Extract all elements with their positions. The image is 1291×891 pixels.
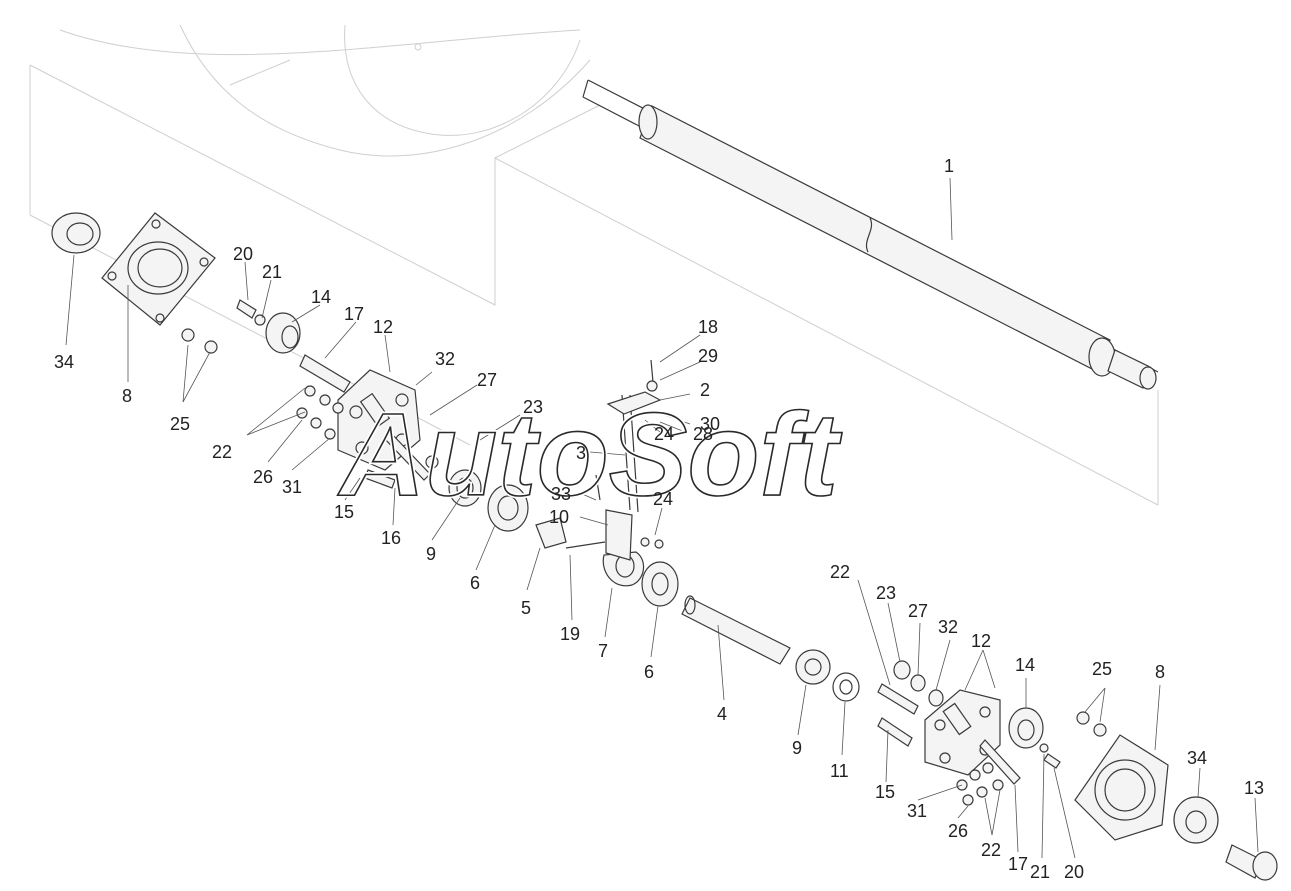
callout-label: 27 [908,601,928,621]
callout-label: 10 [549,507,569,527]
callout-label: 19 [560,624,580,644]
callout-label: 11 [830,761,849,781]
callout-label: 13 [1244,778,1264,798]
right-hub-assembly [877,660,1021,806]
callout-label: 8 [1155,662,1165,682]
callout-label: 6 [644,662,654,682]
callout-label: 8 [122,386,132,406]
callout-label: 15 [334,502,354,522]
callout-label: 1 [944,156,954,176]
callout-label: 15 [875,782,895,802]
callout-label: 12 [373,317,393,337]
callout-label: 33 [551,484,571,504]
leader-lines [65,177,1259,859]
callout-label: 12 [971,631,991,651]
callout-label: 3 [576,443,586,463]
callout-label: 22 [981,840,1001,860]
callout-label: 25 [170,414,190,434]
watermark-text-outline: AutoSoft [337,389,843,521]
callout-label: 9 [792,738,802,758]
callout-label: 7 [598,641,608,661]
callout-label: 30 [700,414,720,434]
callout-label: 14 [311,287,331,307]
callout-label: 16 [381,528,401,548]
right-bearing-assembly [1008,707,1278,881]
callout-label: 26 [253,467,273,487]
callout-label: 32 [435,349,455,369]
callout-label: 2 [700,380,710,400]
callout-label: 9 [426,544,436,564]
callout-label: 14 [1015,655,1035,675]
callout-label: 27 [477,370,497,390]
left-bearing-assembly [51,212,301,354]
callout-label: 6 [470,573,480,593]
callout-label: 31 [282,477,302,497]
callout-label: 23 [523,397,543,417]
callout-label: 17 [1008,854,1028,874]
watermark: AutoSoft AutoSoft [335,387,846,524]
background-housing-outline [59,24,591,157]
callout-label: 24 [653,489,673,509]
callout-label: 18 [698,317,718,337]
watermark-text: AutoSoft [337,389,843,521]
callout-label: 21 [1030,862,1050,882]
callout-label: 23 [876,583,896,603]
callout-label: 20 [233,244,253,264]
callout-label: 21 [262,262,282,282]
shaft [582,79,1159,390]
callout-label: 29 [698,346,718,366]
axle-and-washers [681,595,860,702]
callout-label: 22 [830,562,850,582]
callout-label: 4 [717,704,727,724]
callout-label: 5 [521,598,531,618]
callout-label: 17 [344,304,364,324]
callout-label: 24 [654,424,674,444]
callout-label: 34 [54,352,74,372]
callout-label: 25 [1092,659,1112,679]
callout-label: 22 [212,442,232,462]
left-hub-assembly [296,354,439,489]
callout-label: 31 [907,801,927,821]
callout-label: 32 [938,617,958,637]
callout-label: 28 [693,424,713,444]
callout-label: 20 [1064,862,1084,882]
callout-labels: 1 34 8 25 20 21 14 17 12 32 27 22 26 31 … [54,156,1264,882]
callout-label: 26 [948,821,968,841]
callout-label: 34 [1187,748,1207,768]
